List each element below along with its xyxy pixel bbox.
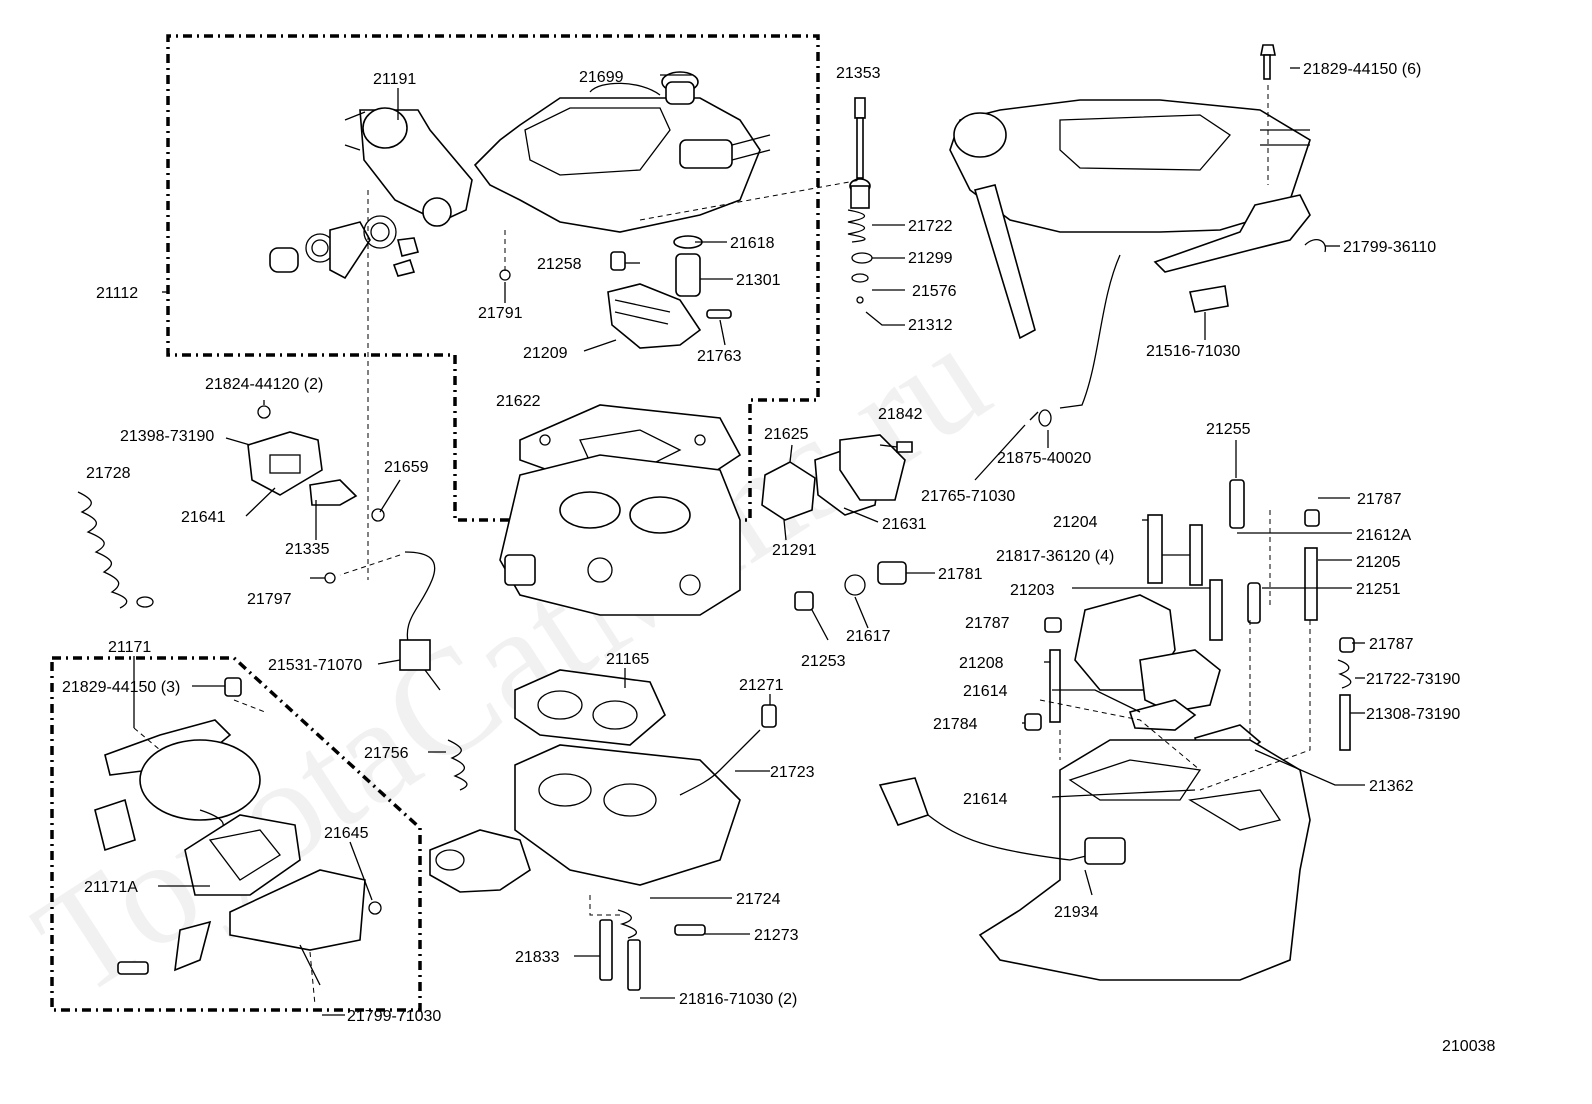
callout-label: 21791 bbox=[478, 305, 523, 322]
figure-number: 210038 bbox=[1442, 1038, 1495, 1055]
callout-label: 21756 bbox=[364, 745, 409, 762]
choke-spring-parts bbox=[269, 215, 419, 280]
callout-label: 21797 bbox=[247, 591, 292, 608]
spring-21728 bbox=[77, 491, 154, 609]
callout-label: 21781 bbox=[938, 566, 983, 583]
carburetor-body-right bbox=[878, 739, 1311, 981]
dashed-connectors bbox=[133, 85, 1311, 1006]
group-outline-21112 bbox=[166, 34, 820, 522]
callout-label: 21799-36110 bbox=[1343, 239, 1436, 256]
callout-label: 21251 bbox=[1356, 581, 1401, 598]
callout-label: 21641 bbox=[181, 509, 226, 526]
group-outline-21171 bbox=[50, 656, 422, 1012]
callout-label: 21165 bbox=[606, 651, 649, 668]
callout-label: 21842 bbox=[878, 406, 923, 423]
callout-label: 21191 bbox=[373, 71, 416, 88]
callout-label: 21301 bbox=[736, 272, 781, 289]
callout-label: 21271 bbox=[739, 677, 784, 694]
needle-valve-21301 bbox=[673, 235, 732, 319]
callout-label: 21787 bbox=[965, 615, 1010, 632]
callout-label: 21622 bbox=[496, 393, 541, 410]
callout-label: 21829-44150 (3) bbox=[62, 679, 180, 696]
callout-label: 21817-36120 (4) bbox=[996, 548, 1114, 565]
diaphragm-21171 bbox=[94, 677, 382, 986]
callout-label: 21722 bbox=[908, 218, 953, 235]
gasket-21625-21631 bbox=[761, 434, 913, 521]
callout-label: 21614 bbox=[963, 791, 1008, 808]
callout-label: 21112 bbox=[96, 285, 138, 302]
callout-label: 21531-71070 bbox=[268, 657, 362, 674]
clips-21875 bbox=[1029, 409, 1052, 427]
gasket-21165 bbox=[514, 669, 666, 746]
throttle-body bbox=[429, 704, 777, 991]
callout-label: 21728 bbox=[86, 465, 131, 482]
callout-label: 21699 bbox=[579, 69, 624, 86]
callout-label: 21209 bbox=[523, 345, 568, 362]
callout-label: 21625 bbox=[764, 426, 809, 443]
pump-housing-21203 bbox=[1024, 479, 1355, 751]
callout-label: 21299 bbox=[908, 250, 953, 267]
carburetor-body bbox=[499, 454, 741, 616]
choke-housing-21191 bbox=[344, 107, 473, 227]
callout-label: 21816-71030 (2) bbox=[679, 991, 797, 1008]
callout-label: 21291 bbox=[772, 542, 817, 559]
callout-label: 21934 bbox=[1054, 904, 1099, 921]
callout-label: 21353 bbox=[836, 65, 881, 82]
callout-label: 21253 bbox=[801, 653, 846, 670]
callout-label: 21258 bbox=[537, 256, 582, 273]
callout-label: 21617 bbox=[846, 628, 891, 645]
callout-label: 21312 bbox=[908, 317, 953, 334]
callout-label: 21799-71030 bbox=[347, 1008, 441, 1025]
bracket-21398 bbox=[247, 405, 385, 522]
callout-label: 21516-71030 bbox=[1146, 343, 1240, 360]
callout-label: 21784 bbox=[933, 716, 978, 733]
callout-label: 21204 bbox=[1053, 514, 1098, 531]
callout-labels: 21191 21699 21353 21829-44150 (6) 21722 … bbox=[62, 61, 1460, 1025]
pump-plunger-21353 bbox=[847, 97, 873, 304]
callout-label: 21824-44120 (2) bbox=[205, 376, 323, 393]
callout-label: 21787 bbox=[1357, 491, 1402, 508]
callout-label: 21398-73190 bbox=[120, 428, 214, 445]
callout-label: 21631 bbox=[882, 516, 927, 533]
callout-label: 21208 bbox=[959, 655, 1004, 672]
callout-label: 21645 bbox=[324, 825, 369, 842]
callout-label: 21722-73190 bbox=[1366, 671, 1460, 688]
callout-label: 21335 bbox=[285, 541, 330, 558]
callout-label: 21723 bbox=[770, 764, 815, 781]
callout-label: 21614 bbox=[963, 683, 1008, 700]
small-parts-top bbox=[392, 251, 626, 281]
callout-label: 21724 bbox=[736, 891, 781, 908]
callout-label: 21829-44150 (6) bbox=[1303, 61, 1421, 78]
callout-label: 21308-73190 bbox=[1366, 706, 1460, 723]
callout-label: 21875-40020 bbox=[997, 450, 1091, 467]
leader-lines bbox=[133, 67, 1365, 1016]
callout-label: 21612A bbox=[1356, 527, 1411, 544]
callout-label: 21833 bbox=[515, 949, 560, 966]
callout-label: 21171 bbox=[108, 639, 151, 656]
float-21209 bbox=[607, 283, 702, 349]
pipe-21531 bbox=[324, 551, 441, 691]
air-horn-assembly-right bbox=[949, 44, 1327, 409]
air-horn-21112 bbox=[473, 71, 771, 233]
fittings-21781-21617-21253 bbox=[794, 561, 907, 611]
callout-label: 21618 bbox=[730, 235, 775, 252]
callout-label: 21765-71030 bbox=[921, 488, 1015, 505]
callout-label: 21273 bbox=[754, 927, 799, 944]
callout-label: 21659 bbox=[384, 459, 429, 476]
callout-label: 21205 bbox=[1356, 554, 1401, 571]
callout-label: 21171A bbox=[84, 879, 138, 896]
callout-label: 21203 bbox=[1010, 582, 1055, 599]
callout-label: 21255 bbox=[1206, 421, 1251, 438]
callout-label: 21362 bbox=[1369, 778, 1414, 795]
callout-label: 21787 bbox=[1369, 636, 1414, 653]
callout-label: 21763 bbox=[697, 348, 742, 365]
callout-label: 21576 bbox=[912, 283, 957, 300]
